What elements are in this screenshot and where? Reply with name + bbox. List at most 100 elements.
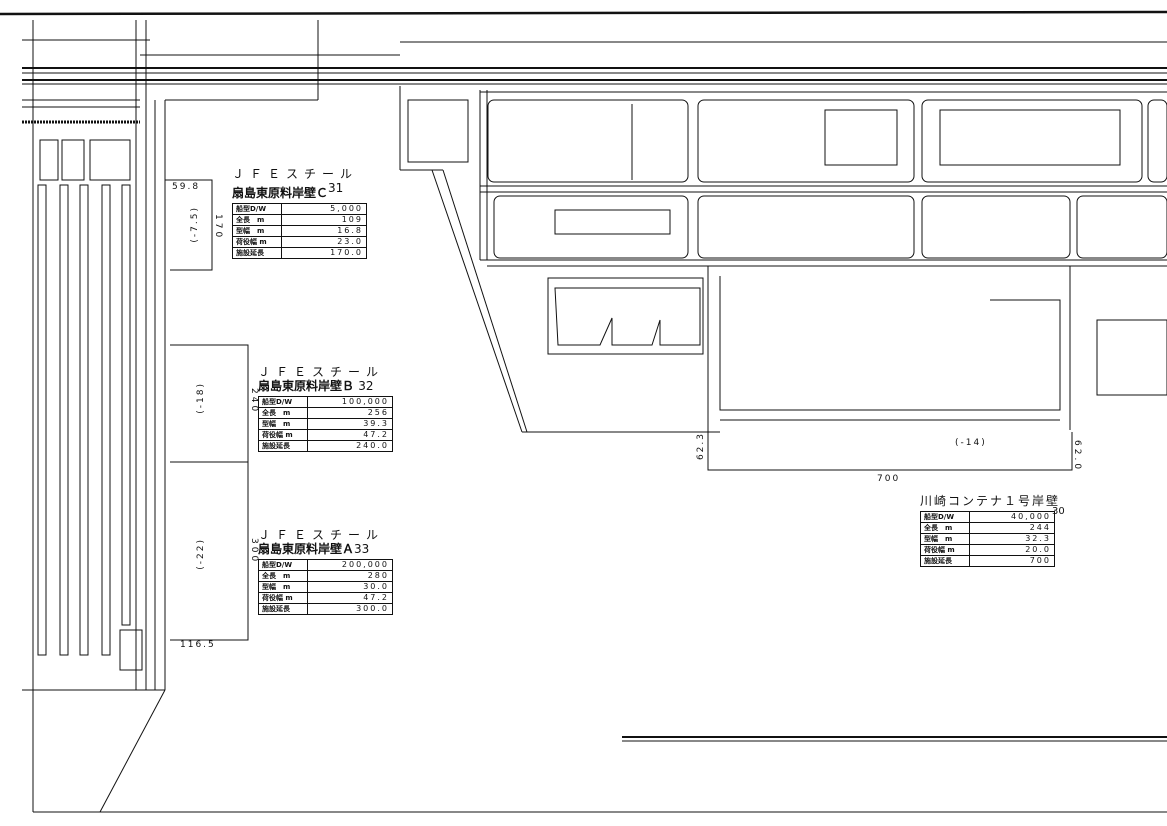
spec-value: 40,000 xyxy=(969,511,1055,523)
top-border-line xyxy=(0,10,1167,16)
railway-lines xyxy=(22,39,1167,108)
spec-value: 39.3 xyxy=(307,418,393,430)
berth-number: 32 xyxy=(358,379,374,393)
spec-label: 船型D/W xyxy=(258,559,308,571)
spec-value: 700 xyxy=(969,555,1055,567)
berth-name-text: 扇島東原料岸壁Ｃ xyxy=(232,186,329,200)
kawasaki-berth-length: 700 xyxy=(877,474,901,484)
spec-value: 20.0 xyxy=(969,544,1055,556)
spec-value: 109 xyxy=(281,214,367,226)
spec-label: 型幅 m xyxy=(258,418,308,430)
kawasaki-berth-number: 30 xyxy=(1052,506,1065,517)
spec-label: 全長 m xyxy=(258,570,308,582)
spec-value: 170.0 xyxy=(281,247,367,259)
spec-label: 施設延長 xyxy=(232,247,282,259)
spec-label: 型幅 m xyxy=(920,533,970,545)
spec-value: 47.2 xyxy=(307,592,393,604)
spec-value: 47.2 xyxy=(307,429,393,441)
roads xyxy=(135,20,1167,690)
spec-value: 280 xyxy=(307,570,393,582)
spec-label: 船型D/W xyxy=(920,511,970,523)
spec-value: 240.0 xyxy=(307,440,393,452)
spec-label: 全長 m xyxy=(920,522,970,534)
spec-value: 256 xyxy=(307,407,393,419)
spec-label: 荷役幅 m xyxy=(920,544,970,556)
berth-name-text: 扇島東原料岸壁Ｂ xyxy=(258,379,355,393)
spec-label: 全長 m xyxy=(258,407,308,419)
berth-a-offset: 116.5 xyxy=(180,640,216,650)
spec-label: 船型D/W xyxy=(258,396,308,408)
spec-value: 5,000 xyxy=(281,203,367,215)
spec-value: 244 xyxy=(969,522,1055,534)
berth-a-depth: (-22) xyxy=(196,538,206,570)
spec-value: 30.0 xyxy=(307,581,393,593)
berth-b-length: 240 xyxy=(249,388,259,415)
spec-label: 船型D/W xyxy=(232,203,282,215)
berth-number: 31 xyxy=(328,181,344,195)
spec-label: 荷役幅 m xyxy=(258,429,308,441)
spec-label: 施設延長 xyxy=(258,603,308,615)
berth-number: 33 xyxy=(354,542,370,556)
spec-label: 型幅 m xyxy=(258,581,308,593)
spec-label: 全長 m xyxy=(232,214,282,226)
spec-label: 型幅 m xyxy=(232,225,282,237)
berth-c-depth: (-7.5) xyxy=(190,206,200,243)
spec-label: 荷役幅 m xyxy=(232,236,282,248)
spec-label: 荷役幅 m xyxy=(258,592,308,604)
spec-value: 32.3 xyxy=(969,533,1055,545)
berth-b-depth: (-18) xyxy=(196,382,206,414)
spec-value: 200,000 xyxy=(307,559,393,571)
kawasaki-berth-depth: (-14) xyxy=(955,438,987,448)
spec-label: 施設延長 xyxy=(920,555,970,567)
berth-company: ＪＦＥスチール xyxy=(258,365,385,379)
spec-value: 300.0 xyxy=(307,603,393,615)
berth-c-length: 170 xyxy=(213,214,223,241)
building-blocks xyxy=(39,99,1167,411)
coal-yard-strips xyxy=(22,120,166,813)
berth-name: 川崎コンテナ１号岸壁 xyxy=(920,494,1061,508)
berth-a-length: 300 xyxy=(249,538,259,565)
berth-name: 扇島東原料岸壁Ａ33 xyxy=(258,542,393,556)
spec-value: 23.0 xyxy=(281,236,367,248)
spec-label: 施設延長 xyxy=(258,440,308,452)
kawasaki-right-width: 62.0 xyxy=(1072,440,1082,473)
berth-outlines xyxy=(165,179,1167,742)
spec-value: 100,000 xyxy=(307,396,393,408)
berth-name: 扇島東原料岸壁Ｂ 32 xyxy=(258,379,393,393)
berth-name-text: 扇島東原料岸壁Ａ xyxy=(258,542,355,556)
spec-value: 16.8 xyxy=(281,225,367,237)
berth-name: 扇島東原料岸壁Ｃ31 xyxy=(232,181,367,200)
kawasaki-left-width: 62.3 xyxy=(696,432,706,461)
berth-company: ＪＦＥスチール xyxy=(258,528,385,542)
